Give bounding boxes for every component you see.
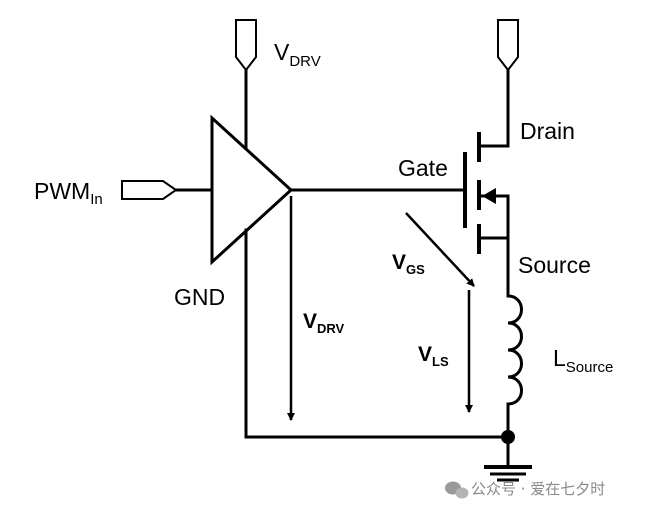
watermark-text: 公众号 · 爱在七夕时 — [471, 480, 605, 498]
vdrv-supply-label: VDRV — [274, 39, 321, 70]
source-label: Source — [518, 252, 591, 278]
gate-driver-buffer — [210, 114, 294, 266]
vgs-arrow — [405, 212, 475, 287]
pwm-in-label: PWMIn — [34, 178, 103, 208]
vdrv-drop-label: VDRV — [303, 310, 345, 336]
ground-symbol — [484, 435, 532, 482]
mosfet-symbol — [463, 132, 510, 254]
vdrv-supply-connector — [235, 19, 257, 152]
drain-label: Drain — [520, 118, 575, 144]
gnd-label: GND — [174, 284, 225, 310]
vls-label: VLS — [418, 343, 449, 369]
source-inductor — [506, 294, 523, 406]
watermark: 公众号 · 爱在七夕时 — [445, 480, 605, 499]
pwm-input-connector — [121, 180, 214, 200]
l-source-label: LSource — [553, 345, 613, 376]
drain-supply-connector — [479, 19, 519, 148]
gate-label: Gate — [398, 155, 448, 181]
vgs-label: VGS — [392, 251, 425, 277]
wechat-icon — [445, 481, 469, 499]
